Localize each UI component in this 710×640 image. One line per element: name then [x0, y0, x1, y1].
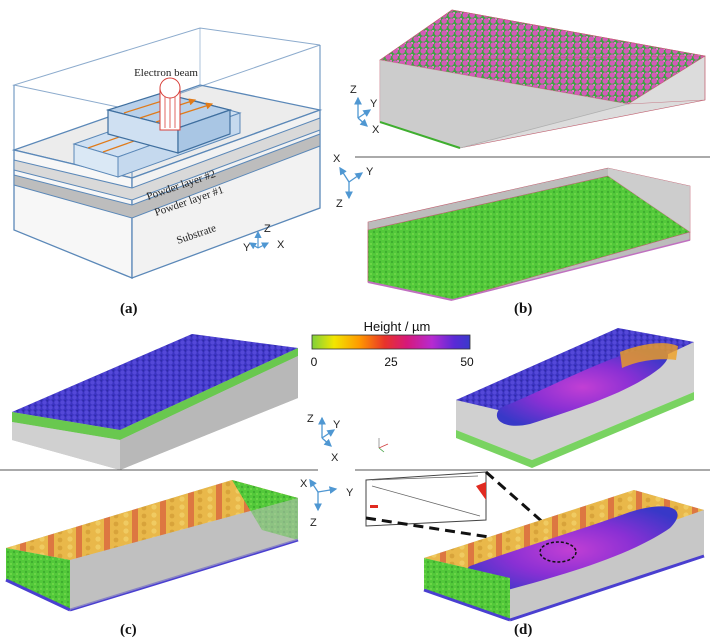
panel-b-bottom	[367, 167, 691, 301]
panel-c-bottom	[5, 480, 299, 612]
panel-label-b: (b)	[514, 301, 532, 317]
axis-x-label-c-top: X	[331, 452, 339, 464]
axis-y-label: Y	[243, 242, 251, 254]
axes-c-top: Z Y X	[307, 413, 341, 464]
axis-z-label-b-bottom: Z	[336, 198, 343, 210]
melt-pool-top	[496, 348, 669, 426]
beam-label: Electron beam	[134, 67, 198, 79]
melt-pool-bottom	[462, 506, 678, 594]
axis-y-label-b-bottom: Y	[366, 166, 374, 178]
layer-band-1	[13, 117, 321, 201]
axis-z-label-c-bottom: Z	[310, 517, 317, 529]
zoom-leader-2	[485, 470, 573, 550]
colorbar-tick-50: 50	[460, 355, 474, 369]
colorbar-gradient	[311, 334, 471, 350]
schematic-axes: Z Y X	[243, 223, 285, 254]
axis-x-label-b-bottom: X	[333, 153, 341, 165]
panel-label-a: (a)	[120, 301, 138, 317]
axis-y-label-c-top: Y	[333, 419, 341, 431]
small-triad	[378, 438, 389, 453]
axis-x-label: X	[277, 239, 285, 251]
axis-y-label-c-bottom: Y	[346, 487, 354, 499]
panel-label-c: (c)	[120, 622, 137, 638]
axis-x-label-c-bottom: X	[300, 478, 308, 490]
axis-x-label-b-top: X	[372, 124, 380, 136]
colorbar-tick-25: 25	[384, 355, 398, 369]
panel-label-d: (d)	[514, 622, 532, 638]
axes-b-bottom: X Y Z	[333, 153, 374, 210]
axes-b-top: Z Y X	[350, 84, 380, 136]
axis-y-label-b-top: Y	[370, 98, 378, 110]
panel-c-top	[12, 334, 298, 470]
height-colorbar: Height / µm 0 25 50	[311, 319, 474, 369]
panel-d-bottom	[423, 490, 705, 622]
colorbar-tick-0: 0	[311, 355, 318, 369]
panel-d-top	[456, 328, 694, 468]
axis-z-label: Z	[264, 223, 271, 235]
electron-beam	[159, 77, 181, 131]
axis-z-label-b-top: Z	[350, 84, 357, 96]
panel-b-top	[379, 9, 706, 149]
schematic-panel: Electron beam Powder layer #2 Powder lay…	[11, 27, 323, 317]
axis-z-label-c-top: Z	[307, 413, 314, 425]
colorbar-title: Height / µm	[364, 319, 431, 334]
axes-c-bottom: X Y Z	[300, 478, 354, 529]
layer-band-2	[13, 133, 321, 219]
